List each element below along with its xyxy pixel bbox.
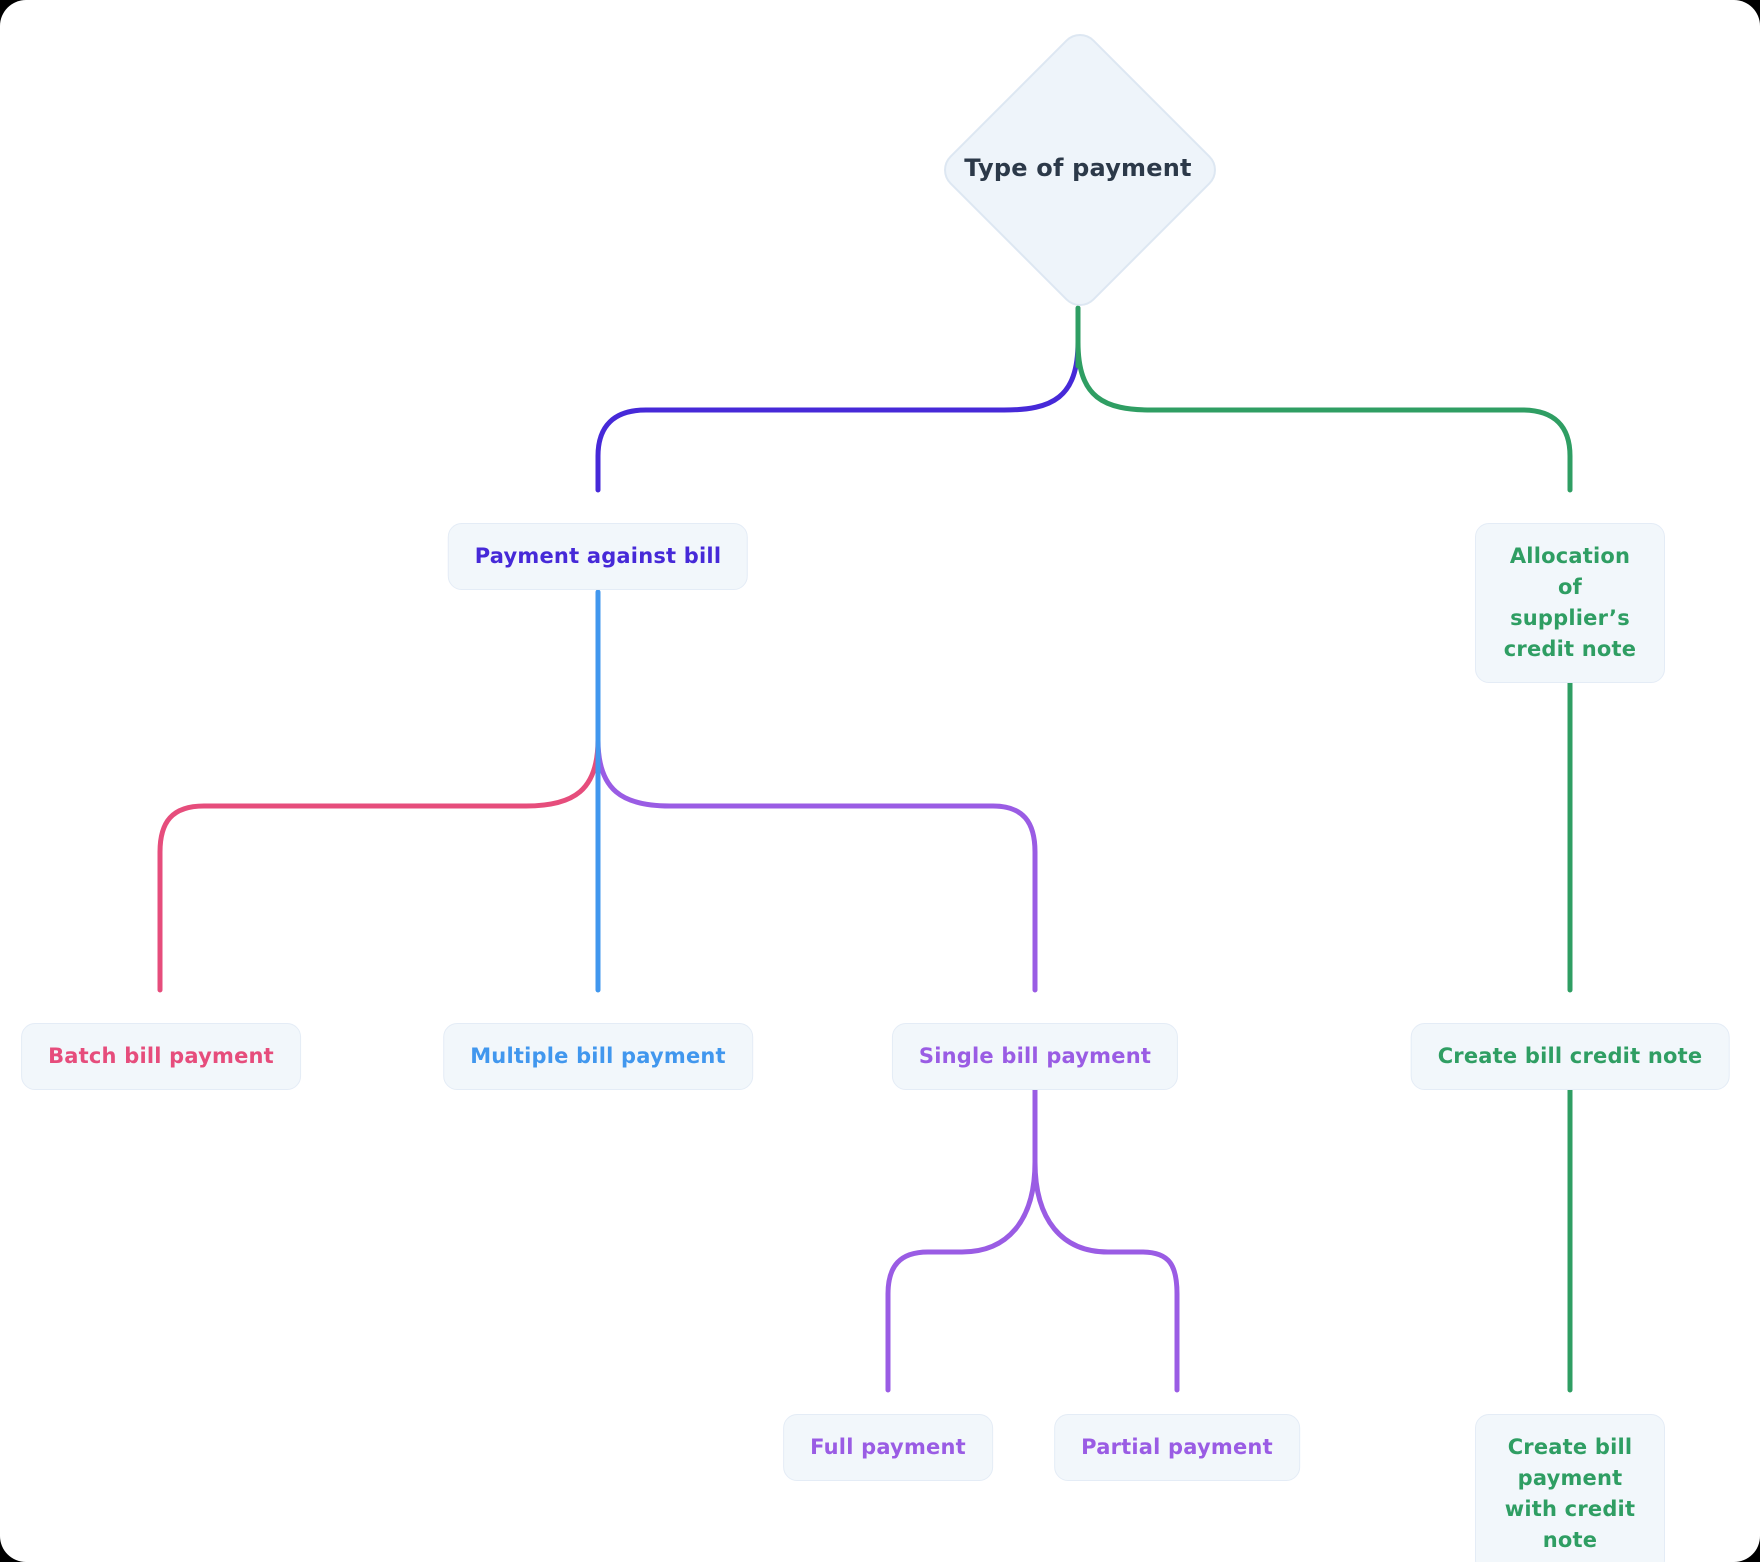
node-single-bill-payment: Single bill payment	[891, 1023, 1179, 1090]
connector-to-batch-bill-payment	[157, 737, 601, 993]
node-create-bill-credit-note: Create bill credit note	[1410, 1023, 1730, 1090]
connector-root-to-allocation-credit-note	[1075, 339, 1573, 493]
node-batch-bill-payment: Batch bill payment	[21, 1023, 301, 1090]
connector-root-to-payment-against-bill	[595, 339, 1081, 493]
node-create-bill-payment-with-credit-note: Create bill payment with credit note	[1475, 1414, 1665, 1562]
connector-to-partial-payment	[1032, 1159, 1180, 1393]
connector-to-full-payment	[885, 1159, 1038, 1393]
node-type-of-payment: Type of payment	[964, 154, 1192, 182]
node-payment-against-bill: Payment against bill	[447, 523, 749, 590]
node-allocation-of-suppliers-credit-note: Allocation of supplier’s credit note	[1475, 523, 1665, 683]
node-full-payment: Full payment	[783, 1414, 993, 1481]
node-partial-payment: Partial payment	[1054, 1414, 1300, 1481]
connector-to-single-bill-payment	[595, 737, 1038, 993]
node-multiple-bill-payment: Multiple bill payment	[443, 1023, 753, 1090]
